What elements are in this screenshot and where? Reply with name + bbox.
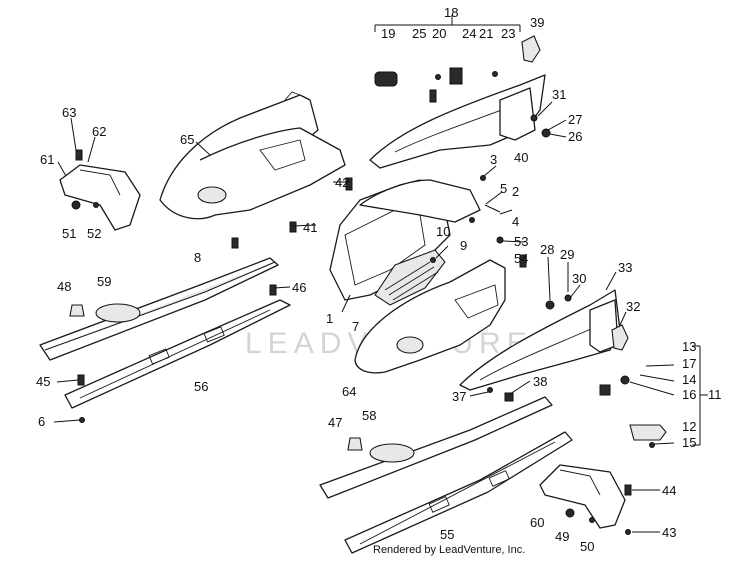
callout-21: 21 xyxy=(479,26,493,41)
callout-14: 14 xyxy=(682,372,696,387)
callout-18: 18 xyxy=(444,5,458,20)
part-12-clip xyxy=(629,424,667,441)
part-64-right-side-cover xyxy=(354,259,506,374)
callout-4: 4 xyxy=(512,214,519,229)
callout-49: 49 xyxy=(555,529,569,544)
part-65-left-side-cover xyxy=(159,91,346,220)
callout-56: 56 xyxy=(194,379,208,394)
callout-65: 65 xyxy=(180,132,194,147)
callout-8: 8 xyxy=(194,250,201,265)
callout-62: 62 xyxy=(92,124,106,139)
callout-9: 9 xyxy=(460,238,467,253)
callout-27: 27 xyxy=(568,112,582,127)
callout-17: 17 xyxy=(682,356,696,371)
callout-52: 52 xyxy=(87,226,101,241)
part-48-knob xyxy=(69,304,85,317)
callout-44: 44 xyxy=(662,483,676,498)
fasteners xyxy=(71,67,655,535)
footer-credit: Rendered by LeadVenture, Inc. xyxy=(373,544,525,556)
callout-55: 55 xyxy=(440,527,454,542)
callout-24: 24 xyxy=(462,26,476,41)
callout-59: 59 xyxy=(97,274,111,289)
callout-51: 51 xyxy=(62,226,76,241)
part-7-center-grille xyxy=(374,249,446,306)
callout-32: 32 xyxy=(626,299,640,314)
callout-19: 19 xyxy=(381,26,395,41)
part-40-upper-right-panel xyxy=(369,74,546,169)
callout-38: 38 xyxy=(533,374,547,389)
callout-15: 15 xyxy=(682,435,696,450)
callout-43: 43 xyxy=(662,525,676,540)
part-32-clip xyxy=(611,324,629,351)
callout-16: 16 xyxy=(682,387,696,402)
callout-2: 2 xyxy=(512,184,519,199)
callout-11-bracket xyxy=(692,345,708,446)
part-39-clip xyxy=(521,35,541,63)
part-59-left-footboard-mat xyxy=(39,257,279,361)
callout-6: 6 xyxy=(38,414,45,429)
part-58-right-footboard-mat xyxy=(319,396,553,499)
part-number-callouts: 18 19 25 20 24 21 23 39 31 27 26 40 3 5 … xyxy=(36,5,722,554)
callout-12: 12 xyxy=(682,419,696,434)
part-56-left-floor-tray xyxy=(64,299,291,409)
callout-33: 33 xyxy=(618,260,632,275)
callout-13: 13 xyxy=(682,339,696,354)
callout-60: 60 xyxy=(530,515,544,530)
callout-1: 1 xyxy=(326,311,333,326)
callout-64: 64 xyxy=(342,384,356,399)
callout-18-bracket xyxy=(374,15,521,32)
part-33-rear-right-panel xyxy=(459,289,621,391)
part-61-left-bracket xyxy=(59,164,141,231)
callout-48: 48 xyxy=(57,279,71,294)
callout-29: 29 xyxy=(560,247,574,262)
callout-53: 53 xyxy=(514,234,528,249)
callout-47: 47 xyxy=(328,415,342,430)
callout-23: 23 xyxy=(501,26,515,41)
callout-54: 54 xyxy=(514,251,528,266)
part-47-knob xyxy=(347,437,363,451)
callout-7: 7 xyxy=(352,319,359,334)
callout-50: 50 xyxy=(580,539,594,554)
callout-58: 58 xyxy=(362,408,376,423)
callout-3: 3 xyxy=(490,152,497,167)
leader-lines xyxy=(53,101,675,533)
callout-46: 46 xyxy=(292,280,306,295)
callout-39: 39 xyxy=(530,15,544,30)
callout-20: 20 xyxy=(432,26,446,41)
part-60-right-bracket xyxy=(539,464,626,529)
part-1-center-frame-cover xyxy=(329,179,481,301)
callout-40: 40 xyxy=(514,150,528,165)
callout-11: 11 xyxy=(708,387,722,402)
part-55-right-floor-tray xyxy=(344,431,573,554)
callout-5: 5 xyxy=(500,181,507,196)
callout-28: 28 xyxy=(540,242,554,257)
callout-30: 30 xyxy=(572,271,586,286)
callout-63: 63 xyxy=(62,105,76,120)
callout-37: 37 xyxy=(452,389,466,404)
callout-26: 26 xyxy=(568,129,582,144)
callout-31: 31 xyxy=(552,87,566,102)
callout-41: 41 xyxy=(303,220,317,235)
callout-45: 45 xyxy=(36,374,50,389)
callout-61: 61 xyxy=(40,152,54,167)
callout-25: 25 xyxy=(412,26,426,41)
callout-10: 10 xyxy=(436,224,450,239)
callout-42: 42 xyxy=(335,175,349,190)
